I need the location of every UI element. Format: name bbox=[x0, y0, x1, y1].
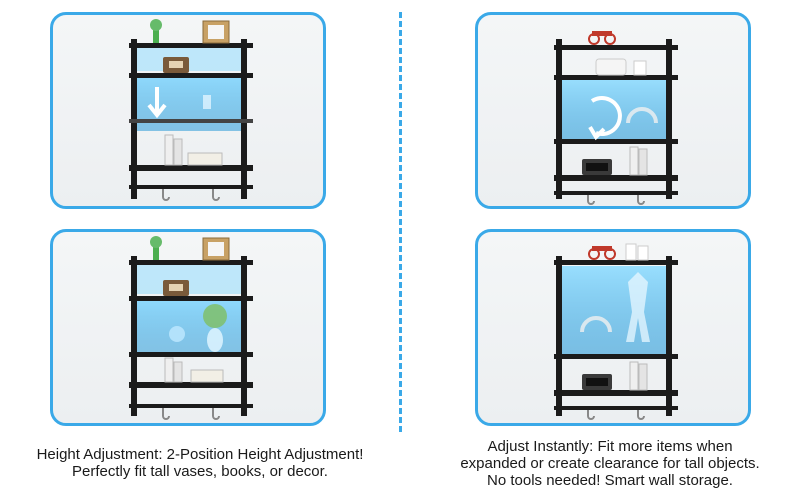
product-image-expanded-top bbox=[50, 12, 326, 209]
caption-right: Adjust Instantly: Fit more items when ex… bbox=[420, 438, 800, 489]
caption-left-line-1: Height Adjustment: 2-Position Height Adj… bbox=[36, 446, 364, 463]
caption-left: Height Adjustment: 2-Position Height Adj… bbox=[0, 446, 400, 480]
caption-right-line-3: No tools needed! Smart wall storage. bbox=[487, 472, 733, 489]
caption-right-line-1: Adjust Instantly: Fit more items when bbox=[487, 438, 733, 455]
shelf-illustration bbox=[554, 31, 678, 205]
shelf-illustration bbox=[554, 243, 678, 420]
down-arrow-icon bbox=[147, 87, 167, 119]
product-image-flip bbox=[475, 12, 751, 209]
product-image-tall-objects bbox=[475, 229, 751, 426]
caption-left-line-2: Perfectly fit tall vases, books, or deco… bbox=[72, 463, 328, 480]
product-image-expanded-vase bbox=[50, 229, 326, 426]
shelf-illustration bbox=[129, 236, 253, 420]
shelf-illustration bbox=[129, 19, 253, 201]
dashed-divider bbox=[399, 12, 402, 432]
rotate-arrow-icon bbox=[590, 96, 622, 136]
caption-right-line-2: expanded or create clearance for tall ob… bbox=[460, 455, 760, 472]
